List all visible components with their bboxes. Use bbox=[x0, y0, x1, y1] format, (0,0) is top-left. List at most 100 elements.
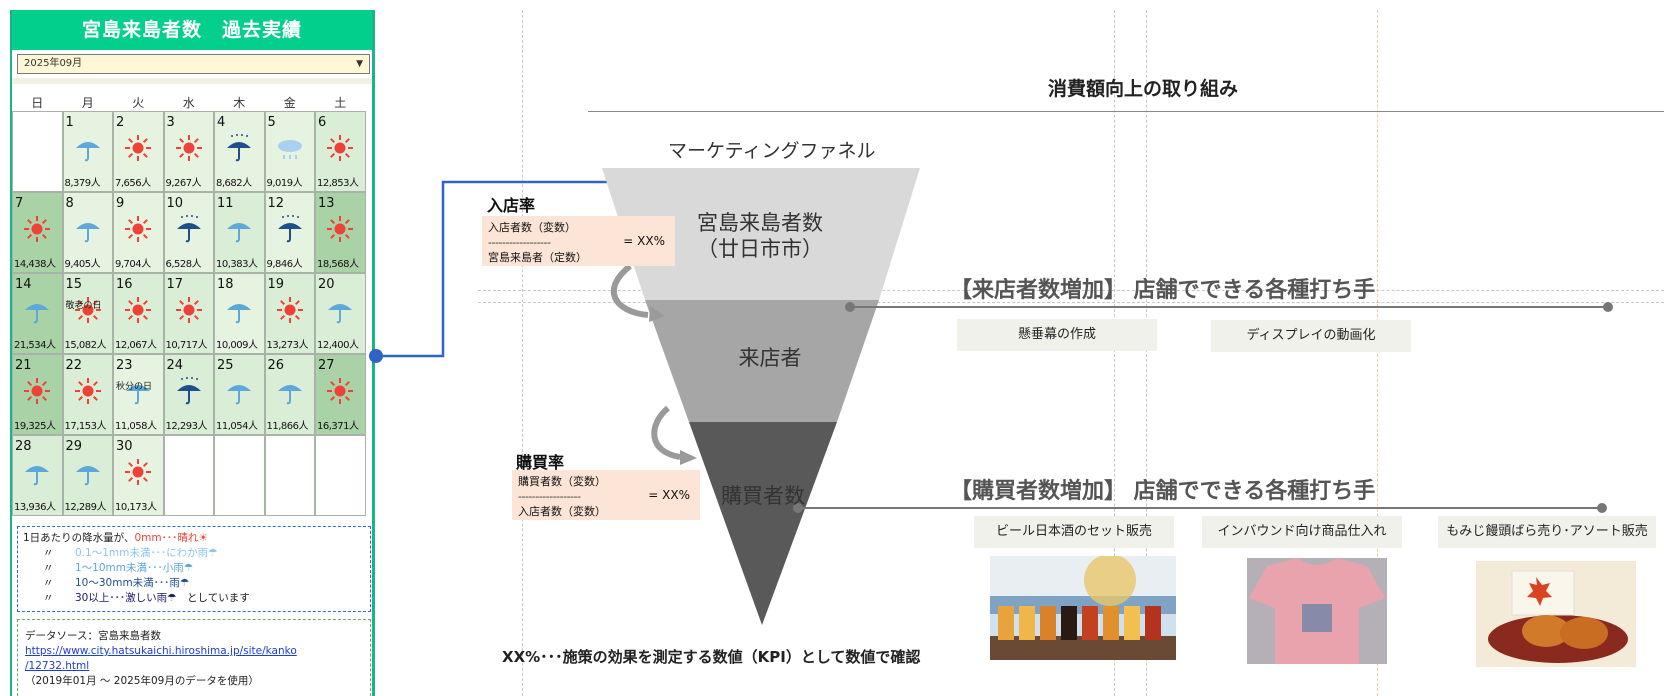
sun-icon bbox=[74, 297, 101, 323]
weather-icon-slot bbox=[275, 376, 305, 410]
day-number: 13 bbox=[318, 196, 335, 211]
weather-icon-slot bbox=[73, 133, 103, 167]
tshirt-photo bbox=[1247, 558, 1387, 664]
source-link[interactable]: https://www.city.hatsukaichi.hiroshima.j… bbox=[25, 645, 297, 672]
visitor-count: 21,534人 bbox=[14, 340, 56, 351]
visitor-count: 12,067人 bbox=[115, 340, 157, 351]
weekday-label: 木 bbox=[233, 96, 246, 110]
weather-icon-slot bbox=[275, 133, 305, 167]
weather-icon-slot bbox=[73, 457, 103, 491]
arrowhead bbox=[680, 450, 697, 465]
calendar-day[interactable]: 1 8,379人 bbox=[62, 111, 113, 192]
visitor-count: 18,568人 bbox=[317, 259, 359, 270]
visitor-count: 13,936人 bbox=[14, 502, 56, 513]
calendar-day[interactable]: 25 11,054人 bbox=[214, 354, 265, 435]
source-note: （2019年01月 ～ 2025年09月のデータを使用） bbox=[25, 675, 259, 687]
heavy-rain-umbrella-icon bbox=[176, 215, 201, 243]
ditto-mark: 〃 bbox=[43, 547, 54, 559]
weather-icon-slot bbox=[224, 214, 254, 248]
calendar-day[interactable]: 12 9,846人 bbox=[264, 192, 315, 273]
day-number: 25 bbox=[217, 358, 234, 373]
day-number: 15 bbox=[65, 277, 83, 292]
sun-icon bbox=[327, 135, 354, 161]
sun-icon bbox=[175, 297, 202, 323]
visitor-count: 16,371人 bbox=[317, 421, 359, 432]
arrowhead bbox=[649, 306, 665, 322]
funnel-top-line2: （廿日市市） bbox=[697, 237, 823, 261]
holiday-label: 秋分の日 bbox=[116, 382, 153, 392]
visitor-count: 9,267人 bbox=[165, 178, 202, 189]
funnel-top-tier bbox=[602, 168, 920, 300]
month-select[interactable]: 2025年09月 ▼ bbox=[17, 54, 370, 74]
calendar-title: 宮島来島者数 過去実績 bbox=[12, 10, 372, 50]
day-number: 11 bbox=[217, 196, 234, 211]
calendar-day[interactable]: 10 6,528人 bbox=[163, 192, 214, 273]
calendar-day[interactable]: 5 9,019人 bbox=[264, 111, 315, 192]
weekday-label: 金 bbox=[283, 96, 296, 110]
funnel-middle-label: 来店者 bbox=[738, 346, 802, 370]
calendar-day[interactable]: 4 8,682人 bbox=[214, 111, 265, 192]
weather-icon-slot bbox=[22, 295, 52, 329]
umbrella-icon bbox=[227, 223, 252, 243]
guide-line bbox=[478, 302, 1664, 303]
umbrella-icon bbox=[277, 385, 302, 405]
weather-icon-slot bbox=[123, 133, 153, 167]
calendar-day[interactable]: 14 21,534人 bbox=[12, 273, 63, 354]
formula-separator: ------------------ bbox=[518, 490, 581, 503]
calendar-day[interactable]: 8 9,405人 bbox=[62, 192, 113, 273]
visitor-count: 10,383人 bbox=[216, 259, 258, 270]
visitor-count: 12,293人 bbox=[165, 421, 208, 432]
calendar-day[interactable]: 13 18,568人 bbox=[315, 192, 366, 273]
calendar-day[interactable]: 20 12,400人 bbox=[315, 273, 366, 354]
day-number: 24 bbox=[166, 358, 184, 373]
funnel-caption: マーケティングファネル bbox=[668, 140, 876, 162]
umbrella-icon bbox=[328, 304, 353, 324]
calendar-day[interactable]: 24 12,293人 bbox=[163, 354, 214, 435]
weather-icon-slot bbox=[123, 457, 153, 491]
funnel-top-label: 宮島来島者数 （廿日市市） bbox=[680, 210, 840, 262]
calendar-day[interactable]: 26 11,866人 bbox=[264, 354, 315, 435]
calendar-empty-cell bbox=[163, 435, 214, 516]
umbrella-icon bbox=[75, 223, 100, 243]
sun-icon bbox=[125, 135, 152, 161]
weekday-header: 日 月 火 水 木 金 土 bbox=[12, 94, 372, 110]
funnel-bottom-label: 購買者数 bbox=[721, 484, 805, 508]
calendar-day[interactable]: 28 13,936人 bbox=[12, 435, 63, 516]
umbrella-icon bbox=[25, 304, 50, 324]
calendar-day[interactable]: 18 10,009人 bbox=[214, 273, 265, 354]
day-number: 21 bbox=[15, 358, 32, 373]
umbrella-icon bbox=[126, 385, 151, 405]
visitor-count: 11,058人 bbox=[115, 421, 157, 432]
calendar-day[interactable]: 29 12,289人 bbox=[62, 435, 113, 516]
visitor-count: 9,846人 bbox=[266, 259, 303, 270]
calendar-day[interactable]: 23 秋分の日 11,058人 bbox=[113, 354, 164, 435]
day-number: 17 bbox=[166, 277, 184, 292]
visitor-count: 9,019人 bbox=[266, 178, 303, 189]
day-number: 18 bbox=[217, 277, 234, 292]
weekday-label: 火 bbox=[132, 96, 145, 110]
visitor-count: 8,379人 bbox=[64, 178, 101, 189]
funnel-top-line1: 宮島来島者数 bbox=[697, 211, 823, 235]
day-number: 23 bbox=[116, 358, 133, 373]
weather-icon-slot bbox=[325, 133, 355, 167]
calendar-day[interactable]: 11 10,383人 bbox=[214, 192, 265, 273]
weather-icon-slot bbox=[22, 214, 52, 248]
visitor-count: 12,400人 bbox=[317, 340, 359, 351]
